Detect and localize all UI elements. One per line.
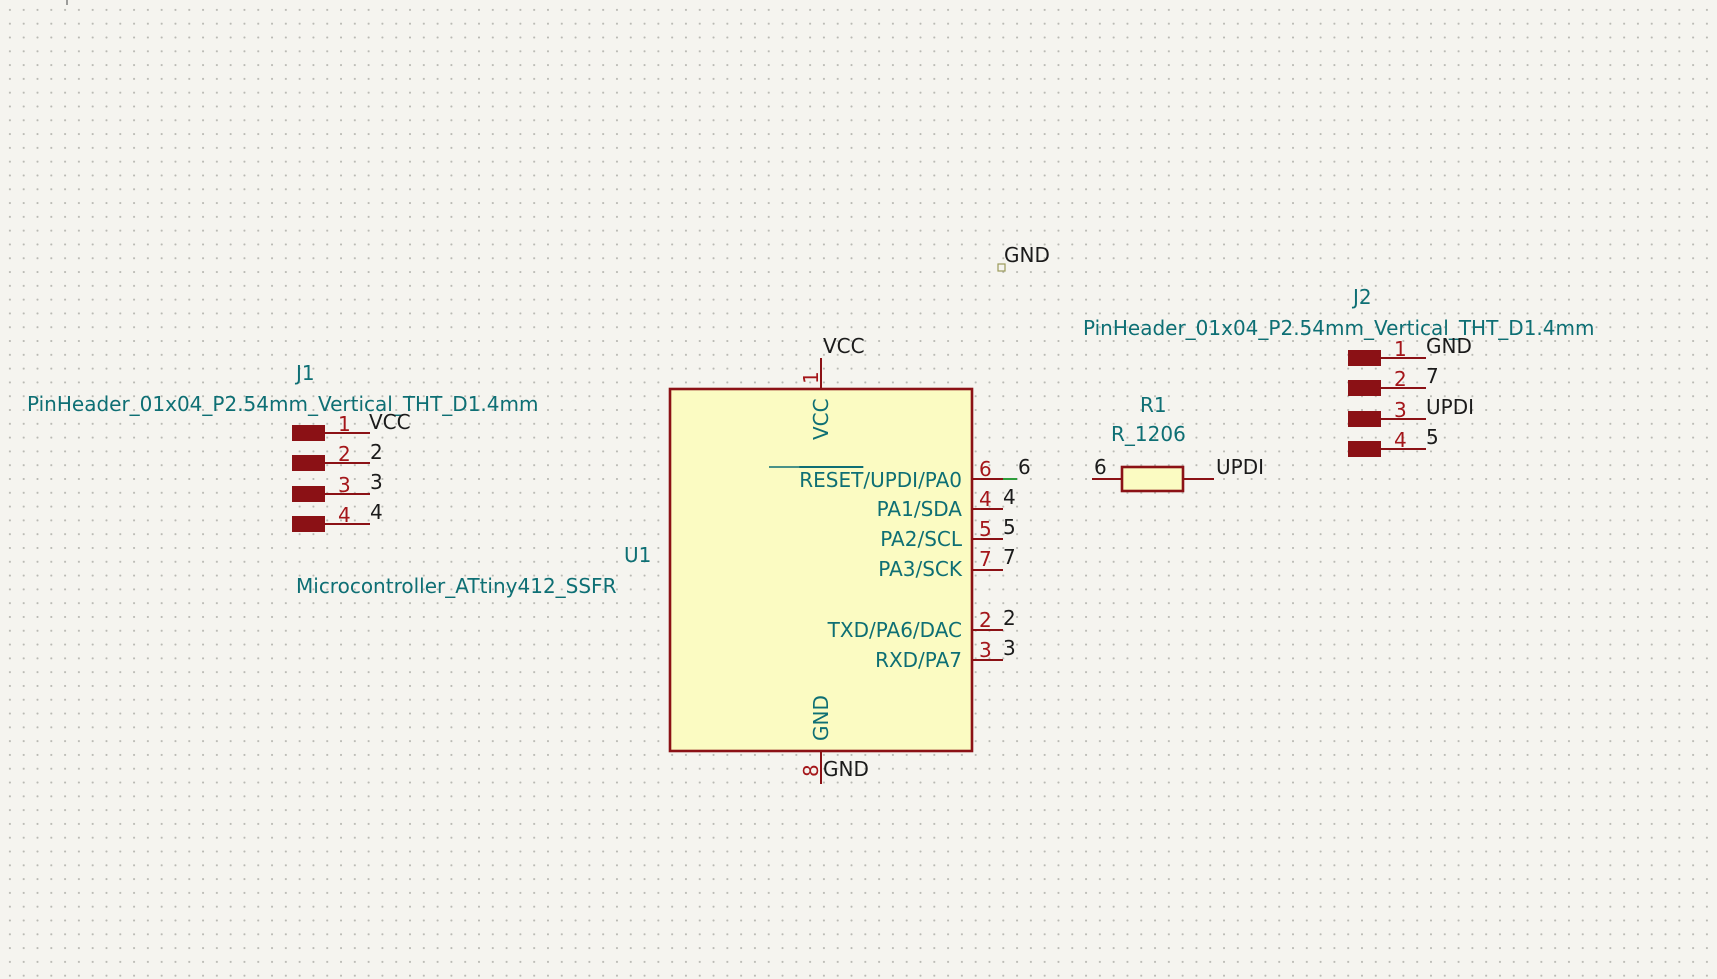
component-u1[interactable]: U1 Microcontroller_ATtiny412_SSFR 1 VCC …: [296, 334, 1031, 784]
j2-pin-2-number: 2: [1394, 367, 1407, 391]
j2-pin-4-pad: [1348, 441, 1381, 457]
r1-right-net: UPDI: [1216, 455, 1264, 479]
j1-pin-4-number: 4: [338, 503, 351, 527]
j2-pin-1-net: GND: [1426, 334, 1472, 358]
j1-pin-2-number: 2: [338, 442, 351, 466]
u1-pin-5-name: PA2/SCL: [880, 527, 963, 551]
j1-pin-3-net: 3: [370, 470, 383, 494]
j1-pin-3-pad: [292, 486, 325, 502]
component-j1[interactable]: J1 PinHeader_01x04_P2.54mm_Vertical_THT_…: [27, 361, 538, 532]
j1-pin-1-pad: [292, 425, 325, 441]
j2-pin-3-net: UPDI: [1426, 395, 1474, 419]
gnd-floating-text: GND: [1004, 243, 1050, 267]
label-anchor-icon: [997, 263, 1006, 272]
u1-pin-5-net: 5: [1003, 515, 1016, 539]
j2-pin-1-pad: [1348, 350, 1381, 366]
u1-body: [668, 387, 974, 753]
u1-pin-6-name-overbar: RESET: [799, 468, 864, 492]
u1-pin-1-number: 1: [799, 371, 823, 384]
u1-pin-2-net: 2: [1003, 606, 1016, 630]
r1-body: [1120, 465, 1185, 493]
u1-pin-4-name: PA1/SDA: [877, 497, 963, 521]
j1-pin-4-net: 4: [370, 500, 383, 524]
u1-pin-7-net: 7: [1003, 545, 1016, 569]
u1-pin-6-net: 6: [1018, 455, 1031, 479]
j2-pin-1-number: 1: [1394, 337, 1407, 361]
r1-left-net: 6: [1094, 455, 1107, 479]
j1-reference: J1: [294, 361, 315, 385]
u1-gnd-net-label: GND: [823, 757, 869, 781]
u1-pin-5-number: 5: [979, 517, 992, 541]
u1-pin-2-number: 2: [979, 608, 992, 632]
j1-pin-1-net: VCC: [369, 410, 411, 434]
j1-pin-3-number: 3: [338, 473, 351, 497]
u1-pin-2-name: TXD/PA6/DAC: [827, 618, 962, 642]
j2-pin-2-pad: [1348, 380, 1381, 396]
u1-reference: U1: [624, 543, 651, 567]
j2-pin-3-number: 3: [1394, 398, 1407, 422]
j2-pin-2-net: 7: [1426, 364, 1439, 388]
j2-pin-4-number: 4: [1394, 428, 1407, 452]
u1-pin-4-net: 4: [1003, 485, 1016, 509]
component-j2[interactable]: J2 PinHeader_01x04_P2.54mm_Vertical_THT_…: [1083, 285, 1594, 457]
j2-value: PinHeader_01x04_P2.54mm_Vertical_THT_D1.…: [1083, 316, 1594, 340]
component-r1[interactable]: R1 R_1206 6 UPDI: [1092, 393, 1264, 493]
j1-value: PinHeader_01x04_P2.54mm_Vertical_THT_D1.…: [27, 392, 538, 416]
u1-pin-6-name: RESET/UPDI/PA0: [799, 468, 962, 492]
r1-reference: R1: [1140, 393, 1167, 417]
u1-pin-3-number: 3: [979, 638, 992, 662]
gnd-floating-label[interactable]: GND: [997, 243, 1050, 272]
r1-value: R_1206: [1111, 422, 1186, 446]
j1-pin-2-pad: [292, 455, 325, 471]
u1-pin-3-net: 3: [1003, 636, 1016, 660]
j1-pin-4-pad: [292, 516, 325, 532]
j2-pin-4-net: 5: [1426, 425, 1439, 449]
u1-pin-7-name: PA3/SCK: [878, 557, 963, 581]
u1-pin-6-number: 6: [979, 457, 992, 481]
u1-pin-1-name: VCC: [809, 398, 833, 440]
j1-pin-1-number: 1: [338, 412, 351, 436]
u1-pin-4-number: 4: [979, 487, 992, 511]
j2-pin-3-pad: [1348, 411, 1381, 427]
u1-pin-3-name: RXD/PA7: [875, 648, 962, 672]
u1-value: Microcontroller_ATtiny412_SSFR: [296, 574, 617, 598]
u1-pin-7-number: 7: [979, 547, 992, 571]
u1-vcc-net-label: VCC: [823, 334, 865, 358]
j1-pin-2-net: 2: [370, 440, 383, 464]
j2-reference: J2: [1351, 285, 1372, 309]
u1-pin-8-name: GND: [809, 695, 833, 741]
u1-pin-8-number: 8: [799, 764, 823, 777]
u1-pin-6-name-rest: /UPDI/PA0: [863, 468, 962, 492]
